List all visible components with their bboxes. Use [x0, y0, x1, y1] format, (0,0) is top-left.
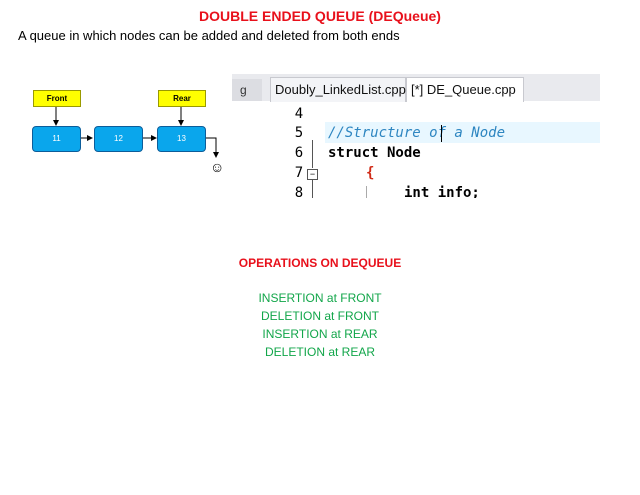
fold-guide — [312, 140, 313, 168]
current-line-highlight — [325, 122, 600, 143]
rear-label: Rear — [158, 90, 206, 107]
code-editor: g Doubly_LinkedList.cpp [*] DE_Queue.cpp… — [232, 74, 600, 198]
text-cursor — [441, 125, 442, 142]
line-number: 4 — [294, 106, 304, 122]
indent-guide — [366, 186, 367, 198]
node-1: 11 — [32, 126, 81, 152]
editor-tab-bar: g Doubly_LinkedList.cpp [*] DE_Queue.cpp — [232, 74, 600, 102]
code-comment[interactable]: //Structure of a Node — [328, 125, 506, 141]
smiley-icon: ☺ — [210, 159, 225, 175]
line-number: 6 — [294, 145, 304, 161]
code-line-7: 7 { — [232, 163, 600, 183]
code-line-8: 8 int info; — [232, 183, 600, 198]
tab-de-queue[interactable]: [*] DE_Queue.cpp — [406, 77, 524, 102]
tab-doubly-linkedlist[interactable]: Doubly_LinkedList.cpp — [270, 77, 406, 102]
line-number: 8 — [294, 185, 304, 198]
code-line-5: 5 //Structure of a Node — [232, 123, 600, 143]
operation-item: DELETION at REAR — [264, 345, 376, 359]
node-2: 12 — [94, 126, 143, 152]
fold-guide-lower — [312, 179, 313, 198]
code-line-6: 6 struct Node — [232, 143, 600, 163]
code-line-4: 4 — [232, 104, 600, 124]
diagram-arrows — [53, 105, 219, 158]
code-struct-decl[interactable]: struct Node — [328, 145, 421, 161]
page-title: DOUBLE ENDED QUEUE (DEQueue) — [199, 8, 441, 24]
operations-title: OPERATIONS ON DEQUEUE — [238, 256, 402, 270]
null-pointer-arrow — [205, 137, 219, 158]
operation-item: INSERTION at REAR — [262, 327, 378, 341]
tab-partial[interactable]: g — [232, 79, 262, 101]
code-open-brace[interactable]: { — [366, 165, 375, 181]
operations-list: INSERTION at FRONT DELETION at FRONT INS… — [0, 289, 640, 361]
page-subtitle: A queue in which nodes can be added and … — [18, 28, 400, 43]
operation-item: DELETION at FRONT — [260, 309, 379, 323]
operation-item: INSERTION at FRONT — [258, 291, 382, 305]
code-member-info[interactable]: int info; — [404, 185, 480, 198]
node-3: 13 — [157, 126, 206, 152]
line-number: 7 — [294, 165, 304, 181]
line-number: 5 — [294, 125, 304, 141]
front-label: Front — [33, 90, 81, 107]
